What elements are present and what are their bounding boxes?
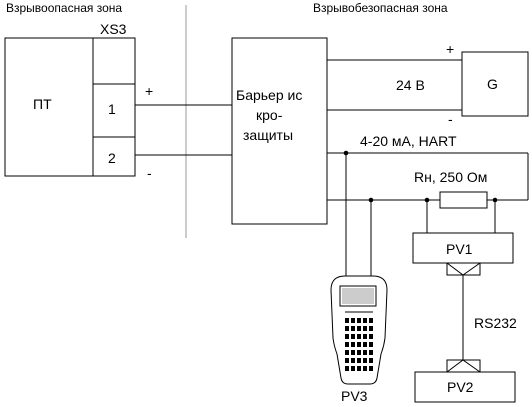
barrier-label-1: Барьер ис [236, 87, 302, 103]
keypad-key [369, 334, 373, 339]
keypad-key [351, 326, 355, 331]
keypad-key [363, 350, 367, 355]
supply-minus: - [448, 111, 453, 127]
keypad-key [345, 326, 349, 331]
pv3-label: PV3 [341, 388, 368, 404]
minus-sign: - [147, 165, 152, 181]
keypad-key [357, 358, 361, 363]
load-resistor [439, 191, 488, 209]
loop-signal-label: 4-20 мА, HART [360, 133, 457, 149]
pv2-label: PV2 [447, 379, 474, 395]
keypad-key [357, 326, 361, 331]
keypad-key [369, 350, 373, 355]
keypad-key [351, 342, 355, 347]
keypad-key [345, 366, 349, 371]
keypad-key [345, 334, 349, 339]
pin2-label: 2 [108, 150, 116, 166]
junction-dot [343, 150, 349, 156]
keypad-key [369, 342, 373, 347]
keypad-key [351, 358, 355, 363]
pt-label: ПТ [33, 96, 52, 112]
keypad-key [345, 350, 349, 355]
xs3-connector [92, 37, 136, 177]
pv3-handheld-icon [330, 275, 388, 385]
pin1-label: 1 [108, 101, 116, 117]
keypad-key [345, 358, 349, 363]
keypad-key [357, 350, 361, 355]
supply-plus: + [446, 41, 454, 57]
keypad-key [363, 366, 367, 371]
keypad-key [345, 342, 349, 347]
barrier-label-2: кро- [256, 107, 283, 123]
keypad-key [363, 342, 367, 347]
keypad-key [351, 318, 355, 323]
keypad-key [363, 318, 367, 323]
keypad-key [345, 318, 349, 323]
resistor-label: Rн, 250 Ом [414, 169, 487, 185]
plus-sign: + [145, 83, 153, 99]
keypad-key [351, 334, 355, 339]
pv1-port [446, 262, 481, 276]
keypad-key [363, 334, 367, 339]
keypad-key [351, 350, 355, 355]
pv1-label: PV1 [446, 241, 473, 257]
xs3-label: XS3 [100, 21, 127, 37]
keypad-key [363, 358, 367, 363]
keypad-key [369, 366, 373, 371]
power-supply-box [461, 51, 529, 117]
junction-dot [424, 197, 430, 203]
keypad-key [357, 342, 361, 347]
barrier-box [231, 37, 328, 225]
keypad-key [369, 358, 373, 363]
keypad-key [357, 334, 361, 339]
pv2-port [446, 359, 481, 373]
supply-voltage: 24 В [396, 77, 425, 93]
keypad-key [363, 326, 367, 331]
keypad-key [357, 366, 361, 371]
safe-zone-label: Взрывобезопасная зона [313, 1, 448, 15]
barrier-label-3: защиты [243, 127, 293, 143]
junction-dot [368, 197, 374, 203]
rs232-label: RS232 [474, 315, 517, 331]
pv2-box [414, 371, 516, 403]
hazardous-zone-label: Взрывоопасная зона [6, 1, 122, 15]
keypad-key [369, 326, 373, 331]
keypad-key [351, 366, 355, 371]
keypad-key [369, 318, 373, 323]
supply-label: G [487, 76, 498, 92]
junction-dot [492, 197, 498, 203]
keypad-key [357, 318, 361, 323]
